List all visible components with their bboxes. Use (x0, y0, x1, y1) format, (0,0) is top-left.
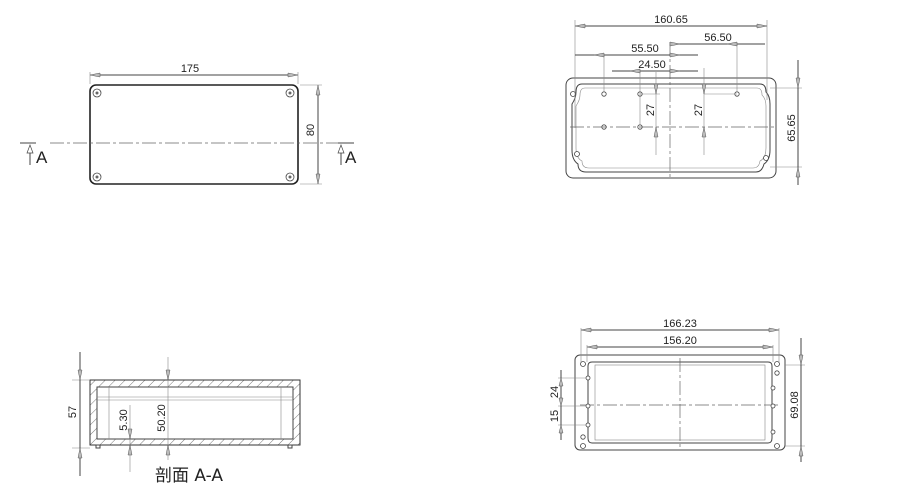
dimension-55-50: 55.50 (631, 43, 659, 55)
lid-outline (89, 84, 299, 185)
inner-view: 160.65 56.50 55.50 24.50 27 27 65.65 (565, 14, 802, 185)
section-view: 57 50.20 5.30 剖面 A-A (67, 352, 301, 486)
section-caption: 剖面 A-A (155, 466, 223, 486)
height-dimension: 69.08 (789, 391, 801, 419)
dimension-27-left: 27 (645, 104, 657, 116)
width-dimension: 175 (181, 63, 199, 75)
dimension-56-50: 56.50 (704, 32, 732, 44)
hole-spacing-top: 24 (549, 386, 561, 398)
bottom-view: 166.23 156.20 69.08 24 15 (549, 318, 805, 462)
height-dimension: 65.65 (786, 114, 798, 142)
height-dimension: 80 (305, 124, 317, 136)
base-outline (574, 354, 786, 451)
hole-spacing-bottom: 15 (549, 410, 561, 422)
outer-width-dimension: 166.23 (663, 318, 697, 330)
step-dimension: 5.30 (118, 409, 130, 430)
section-label-left: A (36, 148, 48, 167)
dimension-27-right: 27 (693, 104, 705, 116)
section-label-right: A (345, 148, 357, 167)
height-dimension: 57 (67, 406, 79, 418)
mounting-holes (601, 91, 740, 130)
inner-width-dimension: 156.20 (663, 335, 697, 347)
screw-holes (580, 361, 780, 449)
screw-holes (92, 88, 295, 182)
dimension-24-50: 24.50 (638, 59, 666, 71)
inner-depth-dimension: 50.20 (156, 404, 168, 432)
overall-width-dimension: 160.65 (654, 14, 688, 26)
top-view: 175 80 A A (20, 63, 357, 185)
box-outline (565, 77, 777, 179)
